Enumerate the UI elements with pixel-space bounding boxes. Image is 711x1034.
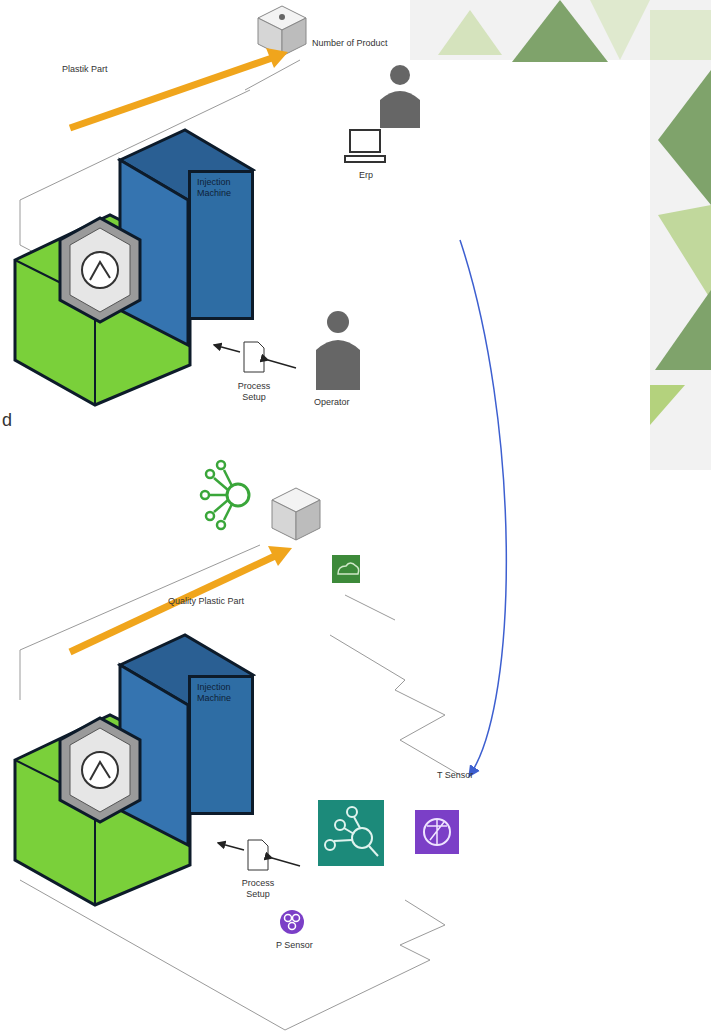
annotation-label: Plastik Part <box>62 64 142 75</box>
annotation-label: Process Setup <box>228 381 280 403</box>
injection-machine-face: Injection Machine <box>188 675 254 815</box>
injection-machine-face: Injection Machine <box>188 170 254 320</box>
annotation-label: Operator <box>314 397 374 408</box>
cut-text: d <box>2 410 22 430</box>
annotation-label: T Sensor <box>437 770 497 781</box>
annotation-label: Erp <box>359 170 399 181</box>
annotation-label: P Sensor <box>276 940 336 951</box>
annotation-label: Quality Plastic Part <box>168 596 278 607</box>
machine-label: Injection Machine <box>191 173 251 203</box>
machine-label: Injection Machine <box>191 678 251 708</box>
annotation-label: Number of Product <box>312 38 412 49</box>
annotation-label: Process Setup <box>232 878 284 900</box>
